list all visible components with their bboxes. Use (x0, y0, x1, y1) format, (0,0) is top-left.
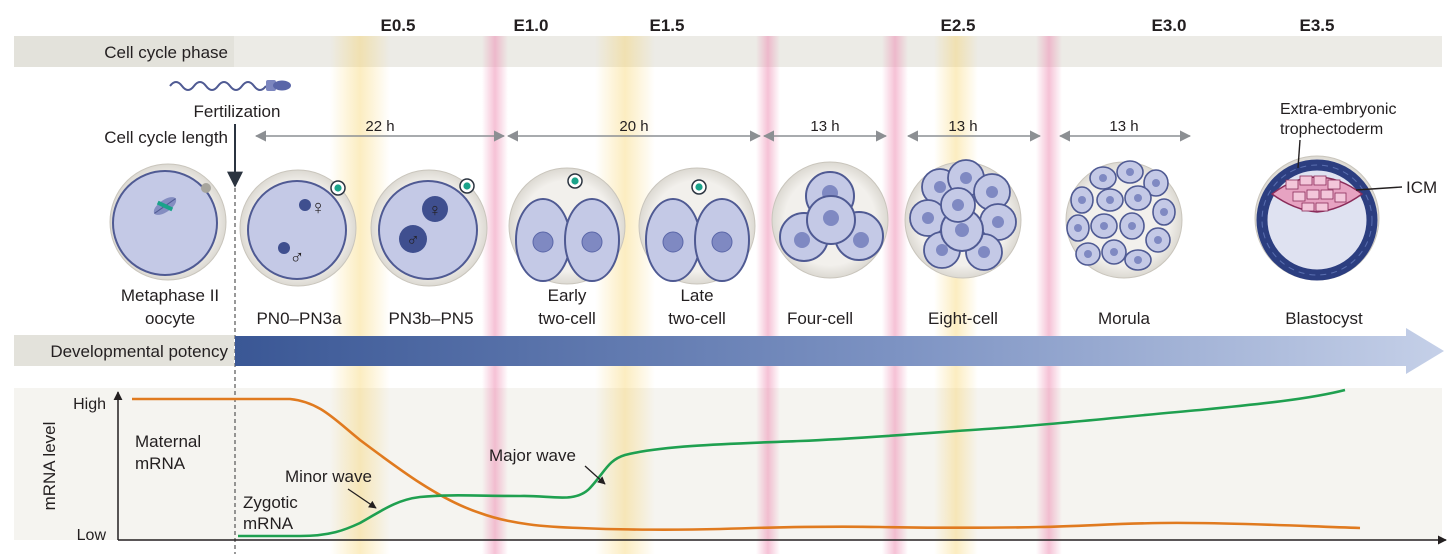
male-pronucleus-icon: ♂ (406, 230, 420, 250)
minor-wave-label: Minor wave (285, 467, 372, 486)
maternal-mrna-label-1: Maternal (135, 432, 201, 451)
early-two-cell-label: two-cell (538, 309, 596, 328)
duration-2: 20 h (619, 118, 648, 135)
fertilization-label: Fertilization (194, 102, 281, 121)
pn0-pn3a-label: PN0–PN3a (256, 309, 342, 328)
cycle-phase-bands (330, 36, 1062, 554)
late-two-cell-illustration (638, 167, 756, 285)
sperm-icon (169, 80, 291, 91)
maternal-mrna-label-2: mRNA (135, 454, 186, 473)
plot-high-label: High (73, 396, 106, 413)
cell-cycle-length-label: Cell cycle length (104, 128, 228, 147)
male-pronucleus-icon: ♂ (290, 247, 305, 269)
female-pronucleus-icon: ♀ (428, 200, 442, 220)
early-label: Early (548, 286, 587, 305)
plot-annotations: Maternal mRNA Minor wave Major wave Zygo… (135, 432, 606, 533)
trophectoderm-label: trophectoderm (1280, 121, 1383, 138)
plot-low-label: Low (77, 527, 107, 544)
developmental-potency-label-bg (14, 335, 234, 366)
developmental-potency-arrow (235, 328, 1444, 374)
maternal-mrna-curve (132, 397, 1361, 531)
morula-illustration (1065, 160, 1183, 279)
blastocyst-illustration (1254, 155, 1380, 281)
pn3b-pn5-zygote-illustration: ♀ ♂ (370, 169, 488, 287)
extra-embryonic-label: Extra-embryonic (1280, 101, 1396, 118)
eight-cell-illustration (904, 159, 1022, 279)
cell-cycle-phase-row (14, 36, 1442, 67)
metaphase-ii-label: Metaphase II (121, 286, 219, 305)
major-wave-label: Major wave (489, 446, 576, 465)
duration-1: 22 h (365, 118, 394, 135)
duration-4: 13 h (948, 118, 977, 135)
duration-5: 13 h (1109, 118, 1138, 135)
zygotic-mrna-label-1: Zygotic (243, 493, 298, 512)
stage-e1-5: E1.5 (650, 16, 685, 35)
metaphase-ii-oocyte-illustration (109, 163, 227, 281)
pn3b-pn5-label: PN3b–PN5 (388, 309, 473, 328)
four-cell-illustration (771, 161, 889, 279)
stage-e1-0: E1.0 (514, 16, 549, 35)
spindle-icon (153, 197, 177, 215)
early-two-cell-illustration (508, 167, 626, 285)
blastocyst-label: Blastocyst (1285, 309, 1363, 328)
embryo-stage-labels: Metaphase II oocyte PN0–PN3a PN3b–PN5 Ea… (121, 286, 1363, 328)
stage-labels: E0.5 E1.0 E1.5 E2.5 E3.0 E3.5 (381, 16, 1335, 35)
developmental-potency-label: Developmental potency (50, 342, 228, 361)
late-two-cell-label: two-cell (668, 309, 726, 328)
stage-e3-5: E3.5 (1300, 16, 1335, 35)
oocyte-label: oocyte (145, 309, 195, 328)
morula-label: Morula (1098, 309, 1151, 328)
plot-ylabel: mRNA level (40, 422, 59, 511)
stage-e2-5: E2.5 (941, 16, 976, 35)
stage-e0-5: E0.5 (381, 16, 416, 35)
stage-e3-0: E3.0 (1152, 16, 1187, 35)
icm-label: ICM (1406, 178, 1437, 197)
cell-cycle-phase-label: Cell cycle phase (104, 43, 228, 62)
duration-labels: 22 h 20 h 13 h 13 h 13 h (365, 118, 1138, 135)
eight-cell-label: Eight-cell (928, 309, 998, 328)
female-pronucleus-icon: ♀ (311, 197, 326, 219)
mrna-plot-axes (113, 391, 1447, 545)
zygotic-mrna-label-2: mRNA (243, 514, 294, 533)
four-cell-label: Four-cell (787, 309, 853, 328)
plot-background (14, 388, 1442, 540)
pn0-pn3a-zygote-illustration: ♀ ♂ (239, 169, 357, 287)
zygotic-mrna-curve (238, 388, 1346, 538)
late-label: Late (680, 286, 713, 305)
duration-3: 13 h (810, 118, 839, 135)
blastocyst-annotations: Extra-embryonic trophectoderm ICM (1280, 101, 1437, 197)
